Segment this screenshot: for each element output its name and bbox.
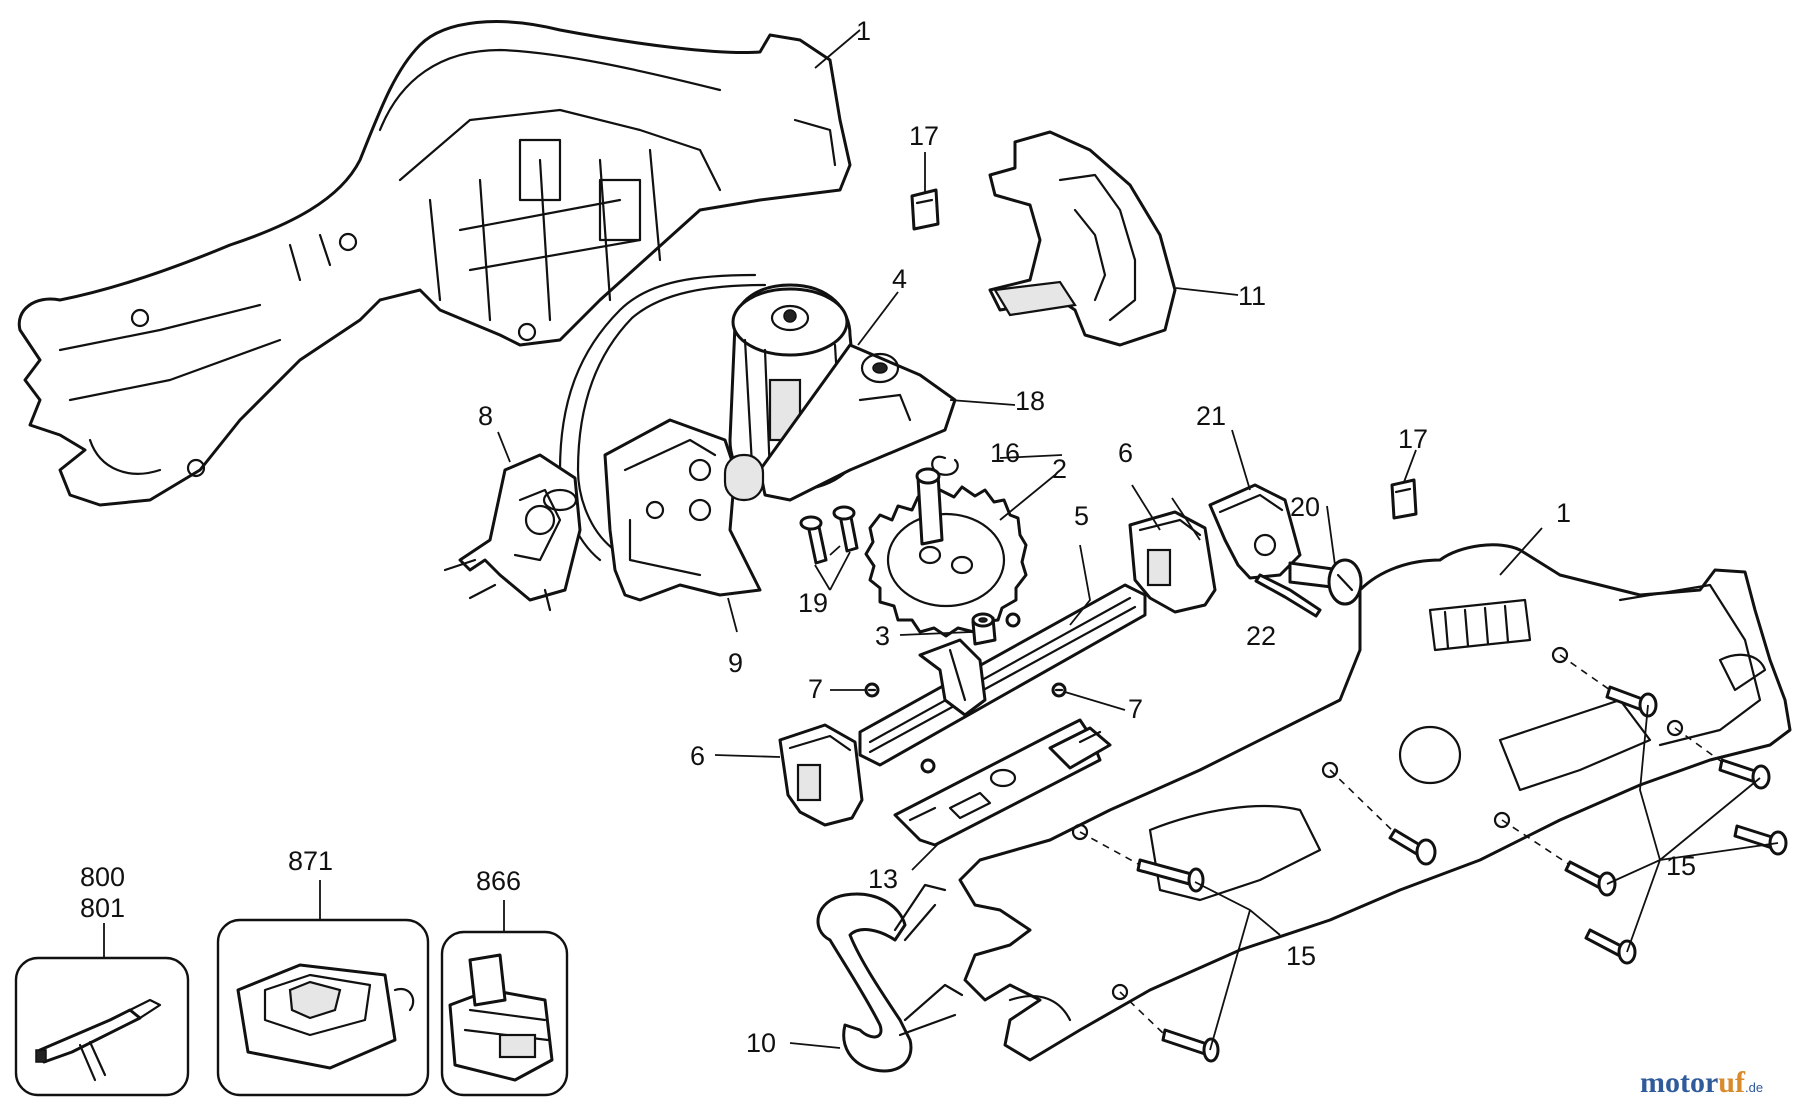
housing-half-bottom [958,543,1792,1062]
label-housing-top: 1 [856,16,871,46]
gear [864,467,1028,638]
watermark-part-c: .de [1745,1080,1763,1095]
adapter-box [14,956,190,1097]
battery-box [440,930,569,1097]
label-plate: 13 [868,864,898,894]
pad-right [1390,478,1418,520]
label-screws-small: 19 [798,588,828,618]
label-screws-lower: 15 [1286,941,1316,971]
clip-left [864,682,880,698]
label-pin: 22 [1246,621,1276,651]
terminal-block [443,453,582,612]
plate [893,718,1112,847]
charger-box [216,918,430,1097]
label-battery: 866 [476,866,521,896]
spacer [971,612,997,646]
label-guide-lower: 6 [690,741,705,771]
motor-mount [758,343,957,502]
housing-half-top [17,20,852,507]
clip-extra-2 [920,758,936,774]
guide-lower [778,723,864,827]
label-housing-bottom: 1 [1556,498,1571,528]
switch [603,418,765,602]
pin [1254,573,1322,618]
label-clip-left: 7 [808,674,823,704]
guide-upper [1128,510,1217,614]
label-gear: 2 [1052,454,1067,484]
label-pad-right: 17 [1398,424,1428,454]
screws-lower [1079,769,1437,1063]
label-screw: 20 [1290,492,1320,522]
screws-small [799,505,859,565]
label-rack: 5 [1074,501,1089,531]
pad-top [910,188,940,231]
label-adapter-a: 800 [80,862,125,892]
label-spacer: 3 [875,621,890,651]
label-bracket: 11 [1238,281,1266,311]
label-adapter-b: 801 [80,893,125,923]
label-clip-right: 7 [1128,694,1143,724]
label-retaining-ring: 16 [990,438,1020,468]
rack [858,583,1147,767]
label-motor-mount: 18 [1015,386,1045,416]
label-block: 21 [1196,401,1226,431]
bracket [988,130,1177,347]
label-switch: 9 [728,648,743,678]
part-labels: 1 17 11 4 18 8 16 2 6 21 17 20 5 1 19 22… [80,16,1696,1058]
label-blade-clamp: 10 [746,1028,776,1058]
watermark-part-a: motor [1640,1066,1718,1099]
screws-right [1501,654,1788,965]
watermark-logo: motoruf.de [1640,1066,1763,1099]
label-pad-top: 17 [909,121,939,151]
screw [1288,558,1363,606]
label-guide-upper: 6 [1118,438,1133,468]
label-terminal-block: 8 [478,401,493,431]
blade-clamp [816,883,964,1073]
watermark-part-b: uf [1718,1066,1746,1099]
label-screws-right: 15 [1666,851,1696,881]
label-motor: 4 [892,264,907,294]
clip-extra-1 [1005,612,1021,628]
block [1208,483,1302,580]
label-charger: 871 [288,846,333,876]
clip-right [1051,682,1067,698]
leader-lines [103,29,1779,1051]
svg-text:motoruf.de: motoruf.de [1640,1066,1763,1099]
